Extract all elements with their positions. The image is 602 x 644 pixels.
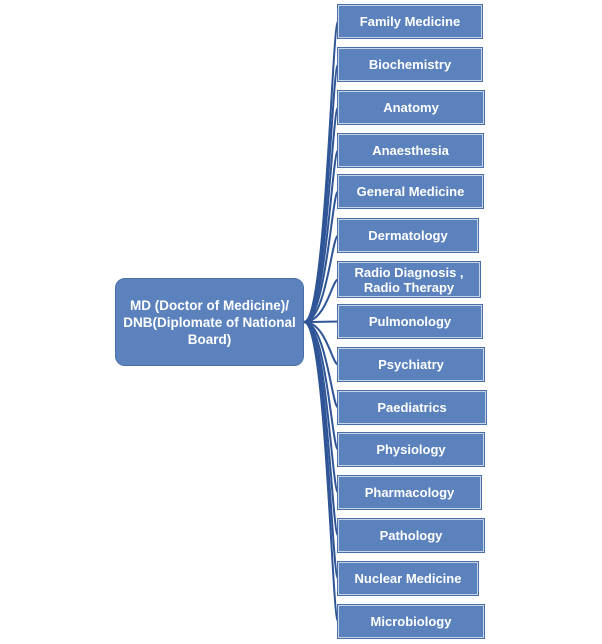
branch-pulmonology: Pulmonology bbox=[338, 305, 482, 338]
branch-anatomy: Anatomy bbox=[338, 91, 484, 124]
branch-paediatrics: Paediatrics bbox=[338, 391, 486, 424]
connector-line bbox=[303, 190, 339, 323]
connector-line bbox=[303, 234, 339, 323]
branch-nuclear-medicine: Nuclear Medicine bbox=[338, 562, 478, 595]
connector-line bbox=[303, 321, 339, 623]
branch-microbiology: Microbiology bbox=[338, 605, 484, 638]
root-node-md-dnb: MD (Doctor of Medicine)/ DNB(Diplomate o… bbox=[115, 278, 304, 366]
branch-pharmacology: Pharmacology bbox=[338, 476, 481, 509]
connector-line bbox=[303, 149, 339, 323]
branch-psychiatry: Psychiatry bbox=[338, 348, 484, 381]
branch-physiology: Physiology bbox=[338, 433, 484, 466]
branch-biochemistry: Biochemistry bbox=[338, 48, 482, 81]
branch-pathology: Pathology bbox=[338, 519, 484, 552]
branch-anaesthesia: Anaesthesia bbox=[338, 134, 483, 167]
connector-line bbox=[303, 278, 339, 323]
branch-family-medicine: Family Medicine bbox=[338, 5, 482, 38]
branch-general-medicine: General Medicine bbox=[338, 175, 483, 208]
branch-radio-diagnosis-therapy: Radio Diagnosis , Radio Therapy bbox=[338, 262, 480, 297]
branch-dermatology: Dermatology bbox=[338, 219, 478, 252]
